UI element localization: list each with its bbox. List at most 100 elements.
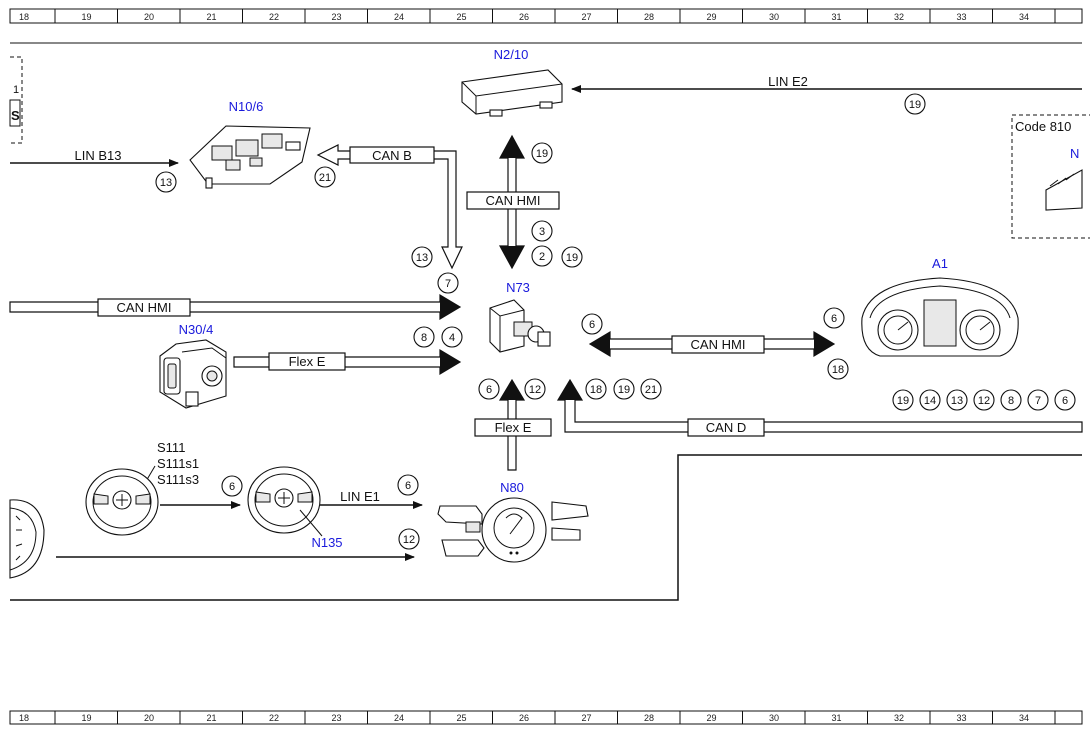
a1-bubble-label: 13 [951,395,963,407]
code-810-module-icon [1045,169,1083,211]
ruler-label: 20 [144,12,154,22]
bubble-arrow-13: 13 [416,252,428,264]
bus-label-lin-e1: LIN E1 [340,489,380,504]
ruler-label: 31 [831,713,841,723]
bus-flex-e-left: Flex E 8 4 [233,326,463,376]
bus-can-hmi-vertical: CAN HMI 19 3 2 19 [466,134,583,270]
bubble-right-18: 18 [832,364,844,376]
ruler-label: 29 [706,713,716,723]
bus-label-can-d: CAN D [706,420,746,435]
bubble-bottom-12: 12 [529,384,541,396]
bus-can-hmi-right: CAN HMI 6 6 18 [581,307,849,380]
ruler-label: 28 [644,713,654,723]
bus-label-can-hmi-vertical: CAN HMI [486,193,541,208]
svg-text:N: N [1070,146,1079,161]
ruler-label: 25 [456,713,466,723]
a1-bubble-label: 12 [978,395,990,407]
ruler-label: 27 [581,12,591,22]
component-n73: N73 [489,280,551,353]
bus-can-d: CAN D 18 19 21 [556,378,1083,437]
a1-bubble-label: 14 [924,395,936,407]
region-border [10,454,1082,601]
bus-lin-e2: LIN E2 19 [571,74,1082,115]
label-s111s1: S111s1 [157,456,199,471]
ruler-label: 33 [956,713,966,723]
ruler-label: 29 [706,12,716,22]
ruler-label: 22 [269,713,279,723]
bubble-cand-18: 18 [590,384,602,396]
ruler-label: 26 [519,12,529,22]
n80-steering-column-icon [481,497,547,563]
ruler-label: 24 [394,12,404,22]
ruler-label: 30 [769,12,779,22]
label-s111: S111 [157,440,185,455]
ruler-label: 34 [1019,12,1029,22]
bubble-lin-b13: 13 [160,177,172,189]
a1-bubble [973,389,995,411]
code-810-box: Code 810 N [1011,114,1090,239]
ruler-label: 18 [19,12,29,22]
a1-bubble [892,389,914,411]
a1-bubble-label: 8 [1008,395,1014,407]
component-n80: N80 [437,480,589,563]
bubble-hmi-3: 3 [539,226,545,238]
component-n135: N135 [247,466,343,550]
component-n2-10: N2/10 [461,47,563,117]
ruler-label: 28 [644,12,654,22]
bubble-bottom-6: 6 [486,384,492,396]
bus-flex-e-bottom: Flex E 6 12 [474,378,552,471]
bubble-hmi-2: 2 [539,251,545,263]
ruler-label: 18 [19,713,29,723]
bubble-n2-10-top: 19 [536,148,548,160]
a1-bubble [946,389,968,411]
bubble-arrow-7: 7 [445,278,451,290]
bubble-lin-e1-6: 6 [405,480,411,492]
a1-bubble [1027,389,1049,411]
left-partial-box: 1 S [9,56,23,144]
label-n80: N80 [500,480,524,495]
ruler-label: 33 [956,12,966,22]
ruler-label: 27 [581,713,591,723]
label-n73: N73 [506,280,530,295]
a1-bubble [1000,389,1022,411]
ruler-label: 19 [81,713,91,723]
bubble-flex-8: 8 [421,332,427,344]
bus-label-can-hmi-left: CAN HMI [117,300,172,315]
ruler-label: 26 [519,713,529,723]
a1-bubble [1054,389,1076,411]
bubble-right-6a: 6 [589,319,595,331]
ruler-label: 20 [144,713,154,723]
ruler-label: 31 [831,12,841,22]
label-n2-10: N2/10 [494,47,529,62]
bus-can-hmi-left: CAN HMI 7 [9,272,462,321]
label-n135: N135 [311,535,342,550]
svg-text:S: S [11,108,20,123]
bus-label-can-b: CAN B [372,148,412,163]
ruler-label: 19 [81,12,91,22]
a1-bubble-label: 19 [897,395,909,407]
ruler-label: 25 [456,12,466,22]
label-n10-6: N10/6 [229,99,264,114]
bubble-right-6b: 6 [831,313,837,325]
n73-ignition-icon [489,299,525,353]
bus-label-lin-e2: LIN E2 [768,74,808,89]
ruler-label: 34 [1019,713,1029,723]
line-to-n80: 12 [56,528,420,561]
bus-lin-b13: LIN B13 13 [10,148,179,193]
ruler-label: 21 [206,713,216,723]
label-s111s3: S111s3 [157,472,199,487]
bus-label-lin-b13: LIN B13 [75,148,122,163]
component-n30-4: N30/4 [159,322,227,409]
left-partial-component [9,499,45,579]
ruler-label: 30 [769,713,779,723]
a1-bubble-label: 6 [1062,395,1068,407]
bubble-cand-21: 21 [645,384,657,396]
component-a1: A1 [861,256,1019,357]
bubble-flex-4: 4 [449,332,455,344]
ruler-label: 24 [394,713,404,723]
ruler-label: 23 [331,713,341,723]
